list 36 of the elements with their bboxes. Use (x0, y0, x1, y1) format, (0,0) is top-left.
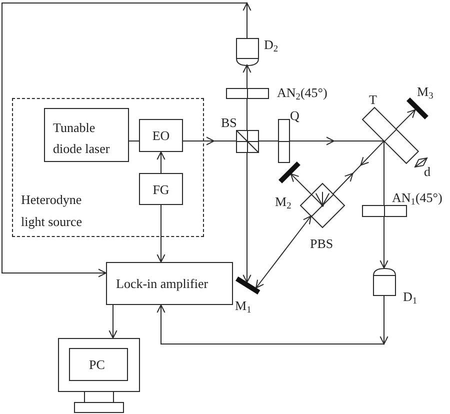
component-label: T (369, 92, 377, 107)
arrow (182, 136, 236, 146)
arrow (156, 152, 166, 174)
double-arrow (332, 140, 384, 194)
component-label: M$_{3}$ (417, 84, 434, 99)
component-label: BS (221, 115, 237, 130)
arrow (242, 64, 252, 88)
component-label: PBS (310, 236, 334, 251)
arrow (290, 173, 312, 194)
component-box: Tunable diode laser (44, 108, 129, 162)
component-label: AN$_{2}$(45°) (277, 85, 328, 100)
component-box: EO (139, 119, 183, 152)
arrow (156, 204, 166, 262)
arrow (108, 304, 118, 338)
dashed-group-box (12, 98, 204, 237)
component-label: Q (290, 108, 300, 123)
connector-line (246, 98, 248, 130)
double-arrow (256, 216, 312, 288)
arrow (242, 152, 252, 283)
connector-line (128, 140, 140, 142)
component-label: D$_{1}$ (403, 289, 418, 304)
arrow (288, 136, 384, 146)
arrow (380, 216, 388, 268)
symbol-label: d (424, 164, 430, 179)
component-label: M$_{1}$ (235, 298, 252, 313)
arrow (396, 109, 416, 130)
component-label: AN$_{1}$(45°) (392, 190, 442, 205)
connector-line (258, 140, 278, 142)
component-label: PC (89, 357, 105, 372)
component-label: D$_{2}$ (264, 37, 278, 52)
arrow (156, 294, 388, 346)
component-box: FG (139, 173, 183, 205)
arrow (2, 2, 252, 278)
component-label: M$_{2}$ (275, 194, 292, 209)
group-label: Heterodyne light source (21, 191, 84, 231)
component-box: Lock-in amplifier (106, 262, 233, 305)
